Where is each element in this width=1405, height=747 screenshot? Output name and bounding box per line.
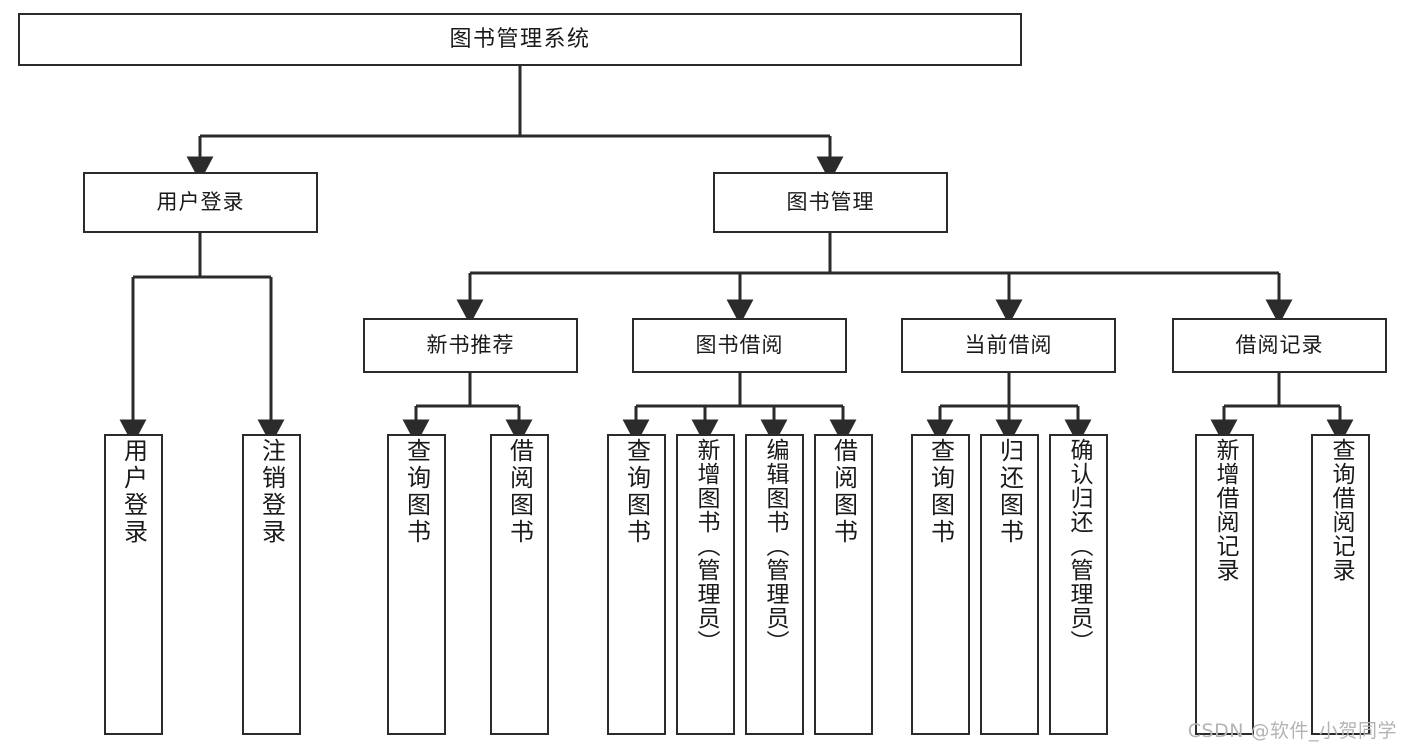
node-root-system[interactable]: 图书管理系统 (18, 13, 1022, 66)
node-label: 图书借阅 (695, 333, 784, 358)
leaf-user-login-logout[interactable]: 注销登录 (242, 434, 301, 735)
leaf-borrow-record-add[interactable]: 新增借阅记录 (1195, 434, 1254, 735)
node-user-login[interactable]: 用户登录 (83, 172, 318, 233)
node-label: 新增借阅记录 (1212, 438, 1238, 582)
node-new-book-recommend[interactable]: 新书推荐 (363, 318, 578, 373)
node-book-borrow[interactable]: 图书借阅 (632, 318, 847, 373)
node-label: 新书推荐 (426, 333, 515, 358)
node-label: 借阅图书 (505, 438, 534, 546)
node-label: 查询图书 (402, 438, 431, 546)
node-label: 当前借阅 (964, 333, 1053, 358)
node-label: 借阅记录 (1235, 333, 1324, 358)
leaf-book-borrow-borrow[interactable]: 借阅图书 (814, 434, 873, 735)
node-label: 查询借阅记录 (1328, 438, 1354, 582)
leaf-borrow-record-query[interactable]: 查询借阅记录 (1311, 434, 1370, 735)
node-label: 用户登录 (156, 190, 245, 215)
leaf-new-book-borrow[interactable]: 借阅图书 (490, 434, 549, 735)
node-borrow-record[interactable]: 借阅记录 (1172, 318, 1387, 373)
node-label: 用户登录 (119, 438, 148, 546)
node-label: 注销登录 (257, 438, 286, 546)
node-label: 借阅图书 (829, 438, 858, 546)
node-label: 编辑图书（管理员） (762, 438, 788, 654)
leaf-book-borrow-query[interactable]: 查询图书 (607, 434, 666, 735)
node-label: 确认归还（管理员） (1066, 438, 1092, 654)
node-label: 查询图书 (926, 438, 955, 546)
node-label: 查询图书 (622, 438, 651, 546)
node-label: 图书管理系统 (449, 26, 591, 52)
node-current-borrow[interactable]: 当前借阅 (901, 318, 1116, 373)
node-label: 新增图书（管理员） (693, 438, 719, 654)
node-label: 图书管理 (786, 190, 875, 215)
leaf-book-borrow-add[interactable]: 新增图书（管理员） (676, 434, 735, 735)
node-label: 归还图书 (995, 438, 1024, 546)
leaf-current-borrow-query[interactable]: 查询图书 (911, 434, 970, 735)
leaf-user-login-login[interactable]: 用户登录 (104, 434, 163, 735)
leaf-current-borrow-return[interactable]: 归还图书 (980, 434, 1039, 735)
leaf-book-borrow-edit[interactable]: 编辑图书（管理员） (745, 434, 804, 735)
csdn-watermark: CSDN @软件_小贺同学 (1187, 720, 1397, 742)
node-book-management[interactable]: 图书管理 (713, 172, 948, 233)
leaf-new-book-query[interactable]: 查询图书 (387, 434, 446, 735)
leaf-current-borrow-confirm-return[interactable]: 确认归还（管理员） (1049, 434, 1108, 735)
